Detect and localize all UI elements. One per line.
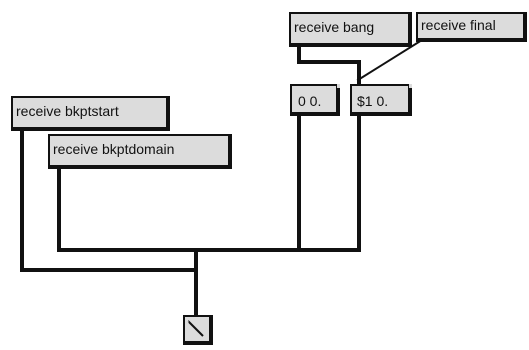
output-line-object[interactable] <box>183 315 213 345</box>
receive-final-label: receive final <box>421 17 496 33</box>
patch-cord-bkptstart-to-merge <box>20 128 198 272</box>
receive-bang-label: receive bang <box>294 19 375 35</box>
patch-cord-receive-bang-to-zero-message <box>297 44 361 86</box>
final-message-box[interactable]: $1 0. <box>350 84 412 116</box>
final-message-label: $1 0. <box>357 93 389 109</box>
receive-bkptdomain-label: receive bkptdomain <box>53 141 175 157</box>
receive-final-object[interactable]: receive final <box>416 12 527 42</box>
patch-cord-final-message-to-merge <box>297 114 361 252</box>
receive-bang-object[interactable]: receive bang <box>289 12 412 47</box>
patch-cord-bkptdomain-to-merge <box>57 166 198 252</box>
zero-message-label: 0 0. <box>298 93 322 109</box>
receive-bkptstart-object[interactable]: receive bkptstart <box>11 96 170 131</box>
receive-bkptdomain-object[interactable]: receive bkptdomain <box>48 134 232 169</box>
receive-bkptstart-label: receive bkptstart <box>16 103 119 119</box>
line-graph-icon <box>187 320 204 337</box>
zero-message-box[interactable]: 0 0. <box>290 84 340 116</box>
